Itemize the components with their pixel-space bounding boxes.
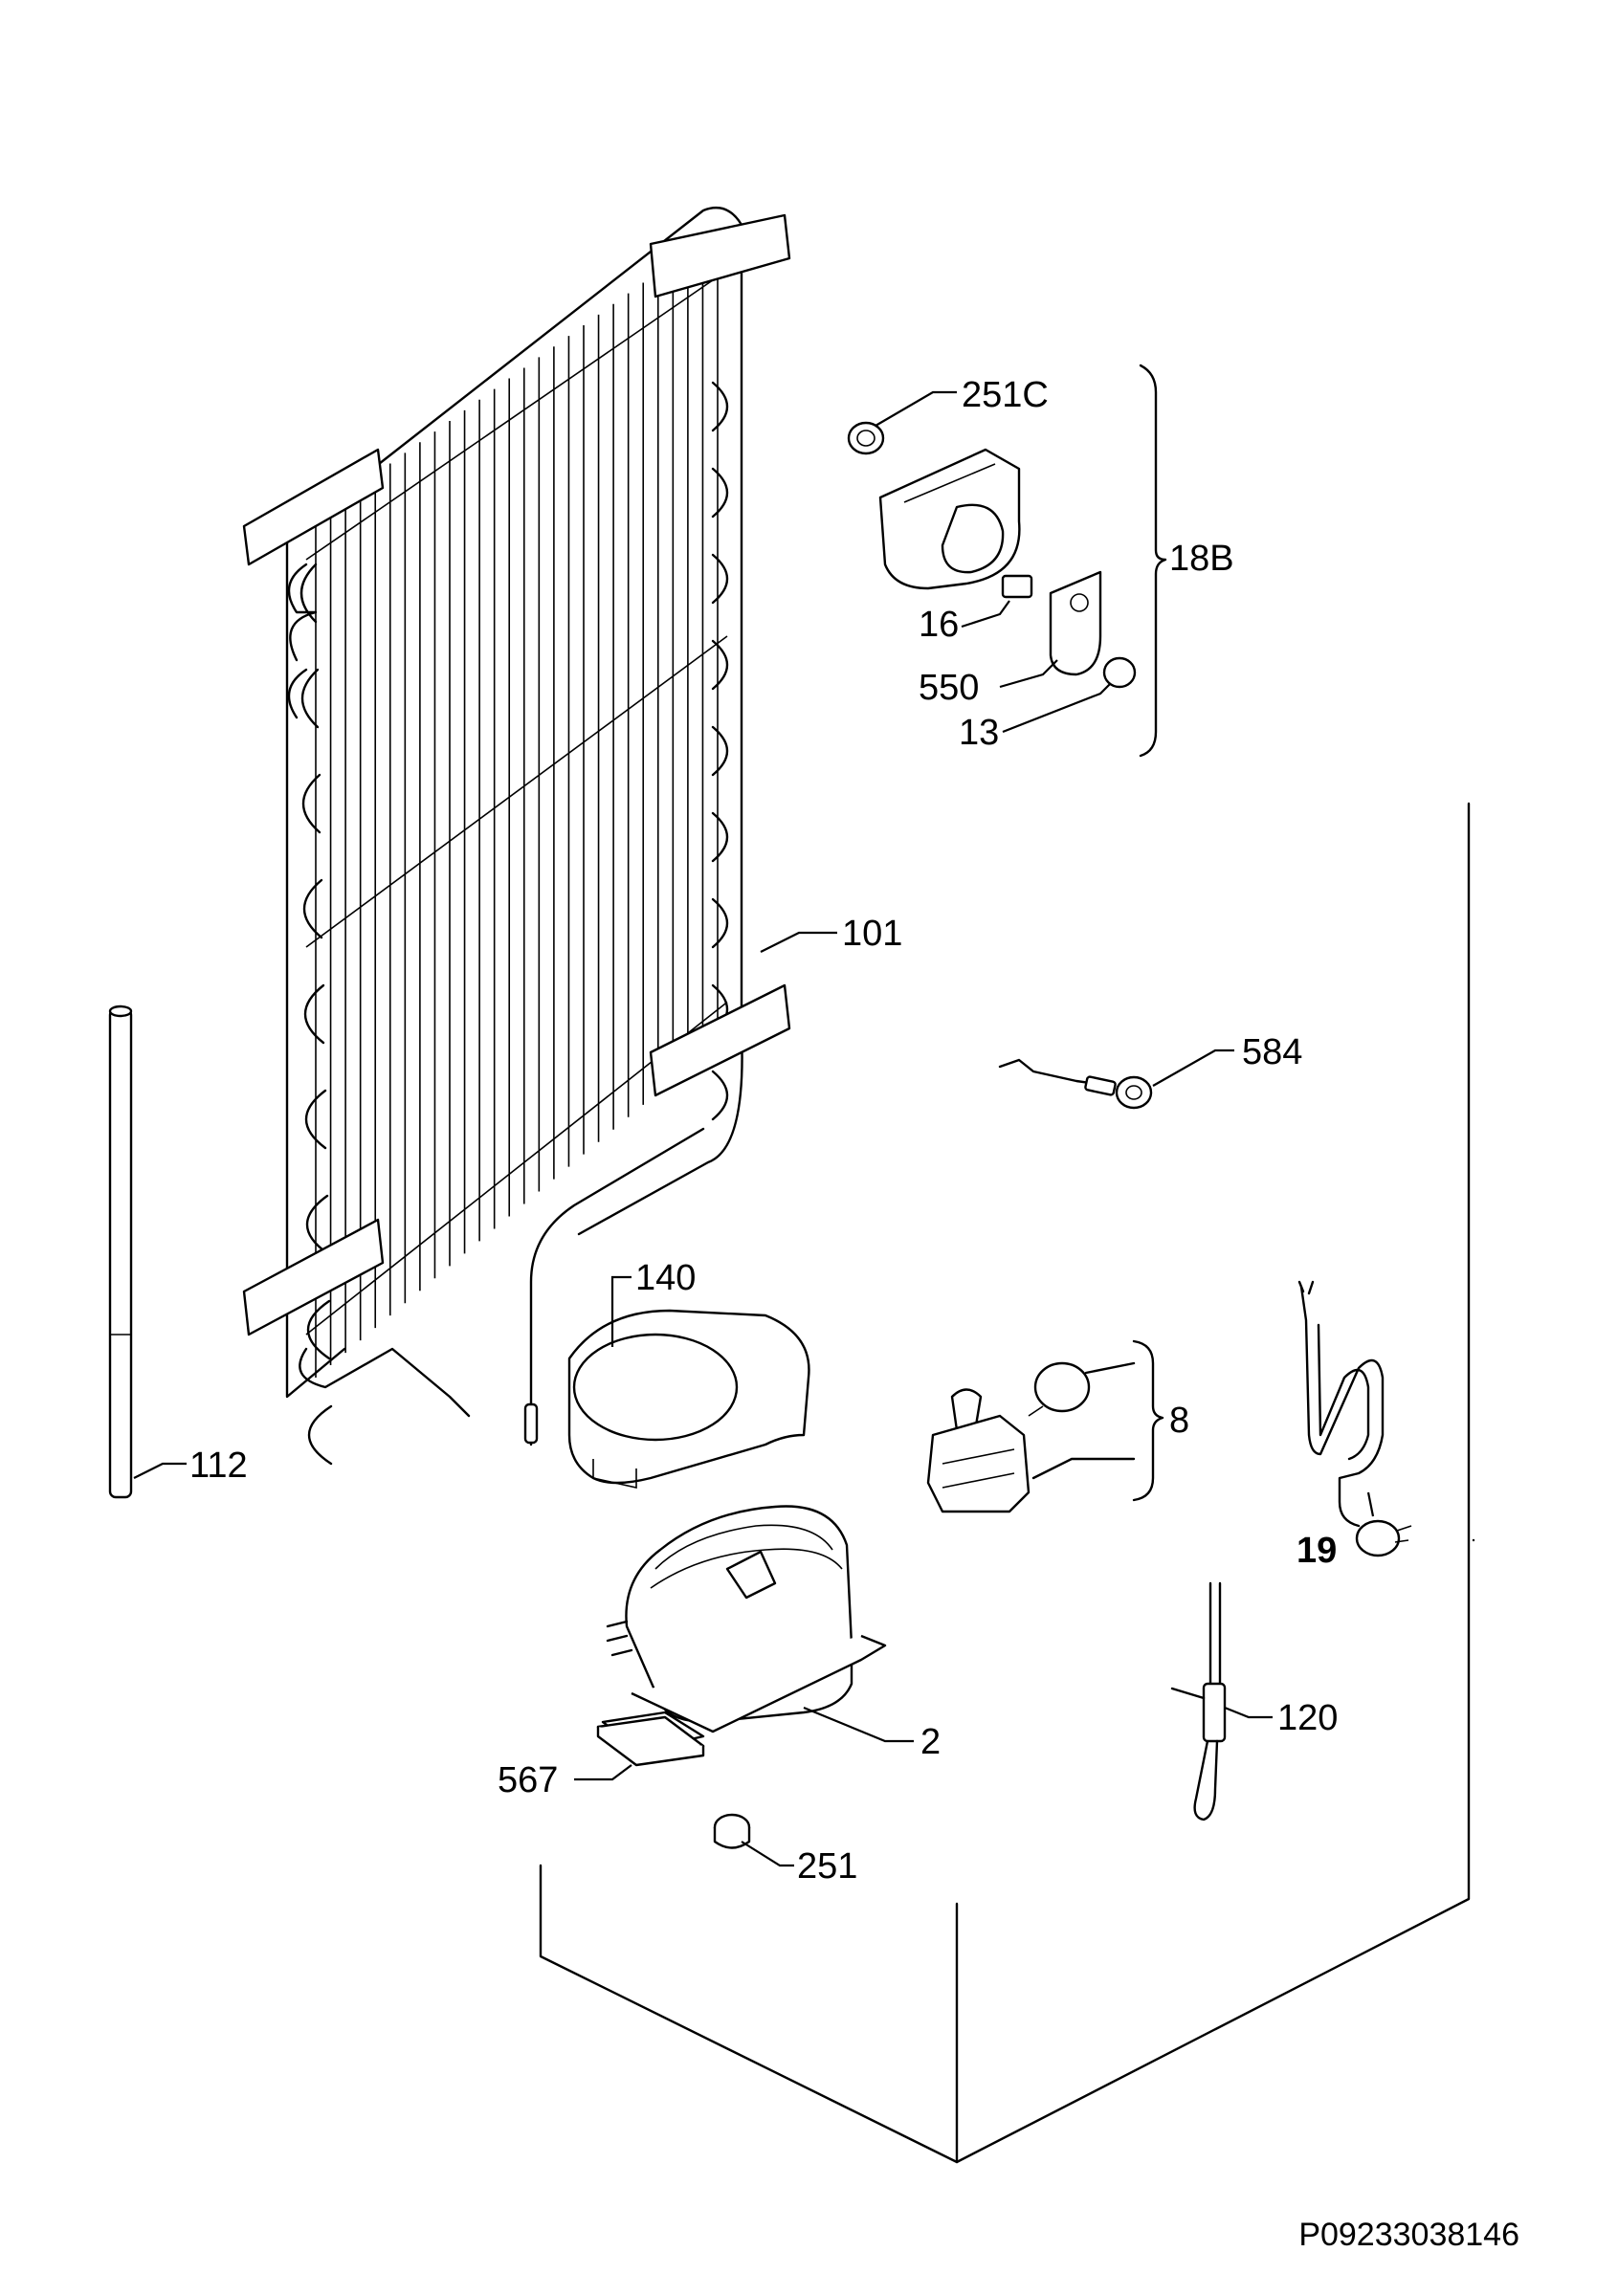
label-18b: 18B <box>1169 539 1234 579</box>
label-251c: 251C <box>962 375 1049 415</box>
cabinet-outline <box>539 802 1475 2164</box>
mains-cable-19 <box>1297 1280 1412 1557</box>
label-112: 112 <box>189 1446 248 1486</box>
label-251: 251 <box>797 1846 857 1887</box>
condenser-loop-right <box>711 467 729 519</box>
heater-120 <box>1170 1581 1227 1821</box>
condenser-loop-left <box>303 983 325 1045</box>
sensor-584 <box>998 1058 1153 1110</box>
grommet-251 <box>713 1813 751 1849</box>
leader-lines <box>133 390 1375 1867</box>
condenser-loop-left <box>307 1404 333 1466</box>
condenser-101 <box>242 206 791 1466</box>
condenser-rail <box>305 635 728 948</box>
condenser-loop-left <box>306 1299 331 1360</box>
thermostat-housing-18b <box>847 364 1167 758</box>
label-584: 584 <box>1242 1032 1302 1072</box>
condenser-rail <box>305 269 728 561</box>
condenser-loop-right <box>711 725 729 777</box>
label-13: 13 <box>959 713 999 753</box>
condenser-loop-left <box>299 563 318 624</box>
starter-relay-8 <box>926 1339 1164 1513</box>
label-120: 120 <box>1277 1698 1338 1738</box>
drawing-number: P09233038146 <box>1298 2217 1519 2253</box>
label-19: 19 <box>1297 1531 1337 1571</box>
condenser-loop-right <box>711 811 729 863</box>
label-2: 2 <box>920 1722 941 1762</box>
condenser-loop-left <box>302 878 323 939</box>
mounting-plate-567 <box>596 1715 705 1767</box>
compressor-tray-140 <box>567 1309 810 1489</box>
condenser-loop-left <box>302 773 321 834</box>
condenser-loop-right <box>711 553 729 605</box>
condenser-loop-right <box>711 1070 729 1121</box>
label-140: 140 <box>635 1258 696 1298</box>
condenser-loop-right <box>711 897 729 949</box>
condenser-loop-right <box>711 639 729 691</box>
compressor-2 <box>601 1505 887 1753</box>
drier-tube-112 <box>108 1004 133 1499</box>
label-8: 8 <box>1169 1401 1189 1441</box>
condenser-loop-right <box>711 381 729 432</box>
condenser-loop-left <box>300 668 320 729</box>
label-550: 550 <box>919 668 979 708</box>
label-567: 567 <box>498 1760 558 1800</box>
label-101: 101 <box>842 914 902 954</box>
condenser-loop-left <box>304 1089 327 1150</box>
label-16: 16 <box>919 605 959 645</box>
condenser-loop-left <box>305 1194 329 1255</box>
